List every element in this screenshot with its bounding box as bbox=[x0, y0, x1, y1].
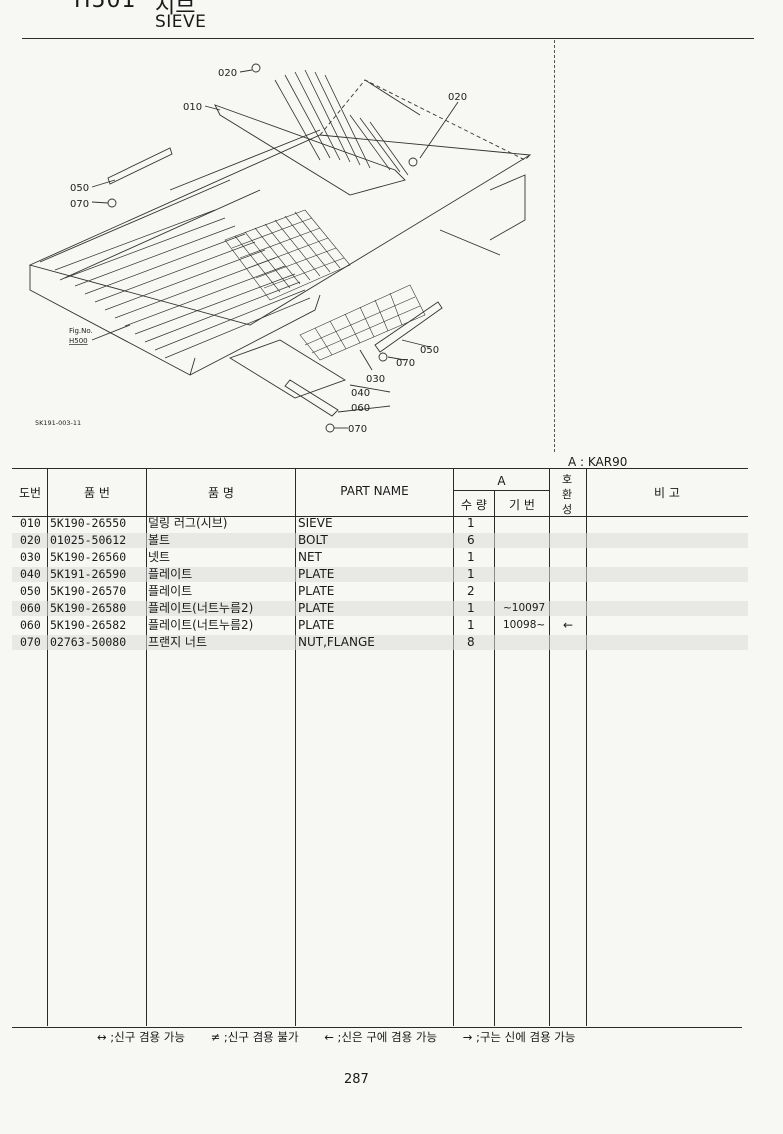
interchange-legend: ↔ ;신구 겸용 가능 ≠ ;신구 겸용 불가 ← ;신은 구에 겸용 가능 →… bbox=[97, 1029, 597, 1045]
callout-040: 040 bbox=[351, 388, 370, 399]
mesh-net-lower bbox=[299, 284, 426, 361]
cell-part-name: PLATE bbox=[298, 601, 335, 615]
cell-name-ko: 덜링 러그(시브) bbox=[148, 516, 228, 530]
parts-diagram: 020 010 020 050 070 050 070 030 040 060 … bbox=[28, 63, 532, 435]
col-header-qty: 수 량 bbox=[461, 498, 487, 512]
callout-070b: 070 bbox=[396, 358, 415, 369]
cell-qty: 2 bbox=[467, 584, 475, 598]
col-header-part-name: PART NAME bbox=[340, 484, 409, 498]
cell-part-name: NET bbox=[298, 550, 322, 564]
col-header-serial: 기 번 bbox=[509, 498, 535, 512]
callout-020b: 020 bbox=[448, 92, 467, 103]
cell-name-ko: 프랜지 너트 bbox=[148, 635, 208, 649]
row-shading bbox=[12, 601, 748, 616]
cell-part-name: PLATE bbox=[298, 584, 335, 598]
cell-part-no: 5K190-26550 bbox=[50, 516, 127, 530]
cell-no: 050 bbox=[20, 584, 41, 598]
plate-050-right bbox=[374, 301, 443, 353]
callout-070c: 070 bbox=[348, 424, 367, 435]
col-header-remarks: 비 고 bbox=[654, 486, 680, 500]
table-top-rule bbox=[12, 468, 748, 469]
cell-part-name: PLATE bbox=[298, 618, 335, 632]
cell-name-ko: 플레이트 bbox=[148, 584, 193, 598]
header-rule bbox=[22, 38, 754, 39]
table-bottom-rule bbox=[12, 1027, 742, 1028]
row-shading bbox=[12, 635, 748, 650]
col-header-part-no: 품 번 bbox=[84, 486, 110, 500]
cell-no: 010 bbox=[20, 516, 41, 530]
page-number: 287 bbox=[344, 1072, 369, 1087]
plate-050-left bbox=[107, 147, 173, 185]
legend-item: ← ;신은 구에 겸용 가능 bbox=[324, 1030, 438, 1044]
plate-040 bbox=[228, 339, 347, 399]
cell-no: 070 bbox=[20, 635, 41, 649]
cell-qty: 1 bbox=[467, 516, 475, 530]
cell-serial: ~10097 bbox=[503, 602, 546, 614]
cell-part-no: 02763-50080 bbox=[50, 635, 127, 649]
model-label: A : KAR90 bbox=[568, 455, 628, 469]
frame-outline bbox=[28, 134, 532, 326]
callout-030: 030 bbox=[366, 374, 385, 385]
cell-part-name: NUT,FLANGE bbox=[298, 635, 375, 649]
drawing-code: 5K191-003-11 bbox=[35, 419, 81, 427]
sieve-lug bbox=[214, 104, 406, 196]
title-english: SIEVE bbox=[155, 12, 207, 32]
cell-part-name: PLATE bbox=[298, 567, 335, 581]
row-shading bbox=[12, 533, 748, 548]
cell-part-no: 5K190-26570 bbox=[50, 584, 127, 598]
cell-name-ko: 플레이트(너트누름2) bbox=[148, 618, 254, 632]
cell-qty: 1 bbox=[467, 550, 475, 564]
cell-no: 020 bbox=[20, 533, 41, 547]
mesh-net-upper bbox=[224, 209, 351, 301]
cell-no: 060 bbox=[20, 601, 41, 615]
fig-ref-label: Fig.No. bbox=[69, 327, 93, 335]
figure-divider bbox=[554, 40, 555, 452]
legend-item: ↔ ;신구 겸용 가능 bbox=[97, 1030, 185, 1044]
cell-part-name: BOLT bbox=[298, 533, 328, 547]
cell-name-ko: 볼트 bbox=[148, 533, 171, 547]
cell-part-no: 5K190-26582 bbox=[50, 618, 127, 632]
callout-070: 070 bbox=[70, 199, 89, 210]
cell-qty: 1 bbox=[467, 618, 475, 632]
cell-part-no: 5K191-26590 bbox=[50, 567, 127, 581]
callout-050: 050 bbox=[70, 183, 89, 194]
fig-ref-value: H500 bbox=[69, 337, 88, 345]
cell-qty: 1 bbox=[467, 601, 475, 615]
title-korean: 시브 bbox=[155, 0, 196, 19]
col-header-interchange: 호환성 bbox=[561, 473, 573, 516]
legend-item: ≠ ;신구 겸용 불가 bbox=[210, 1030, 299, 1044]
cell-name-ko: 넷트 bbox=[148, 550, 171, 564]
col-header-no: 도번 bbox=[18, 486, 42, 500]
cell-name-ko: 플레이트(너트누름2) bbox=[148, 601, 254, 615]
figure-code: H501 bbox=[74, 0, 137, 13]
callout-010: 010 bbox=[183, 102, 202, 113]
cell-qty: 8 bbox=[467, 635, 475, 649]
cell-no: 030 bbox=[20, 550, 41, 564]
cell-interchange: ← bbox=[563, 618, 574, 632]
cell-no: 060 bbox=[20, 618, 41, 632]
cell-qty: 6 bbox=[467, 533, 475, 547]
legend-item: → ;구는 신에 겸용 가능 bbox=[462, 1030, 576, 1044]
cell-part-no: 01025-50612 bbox=[50, 533, 127, 547]
callout-060: 060 bbox=[351, 403, 370, 414]
cell-qty: 1 bbox=[467, 567, 475, 581]
col-header-name-ko: 품 명 bbox=[208, 486, 234, 500]
table-header-rule bbox=[12, 516, 748, 517]
cell-part-name: SIEVE bbox=[298, 516, 333, 530]
callout-020: 020 bbox=[218, 68, 237, 79]
col-header-group-a: A bbox=[497, 474, 506, 488]
callout-050b: 050 bbox=[420, 345, 439, 356]
cell-serial: 10098~ bbox=[503, 619, 546, 631]
cell-name-ko: 플레이트 bbox=[148, 567, 193, 581]
plate-060 bbox=[284, 379, 339, 417]
row-shading bbox=[12, 567, 748, 582]
cell-part-no: 5K190-26560 bbox=[50, 550, 127, 564]
cell-part-no: 5K190-26580 bbox=[50, 601, 127, 615]
cell-no: 040 bbox=[20, 567, 41, 581]
